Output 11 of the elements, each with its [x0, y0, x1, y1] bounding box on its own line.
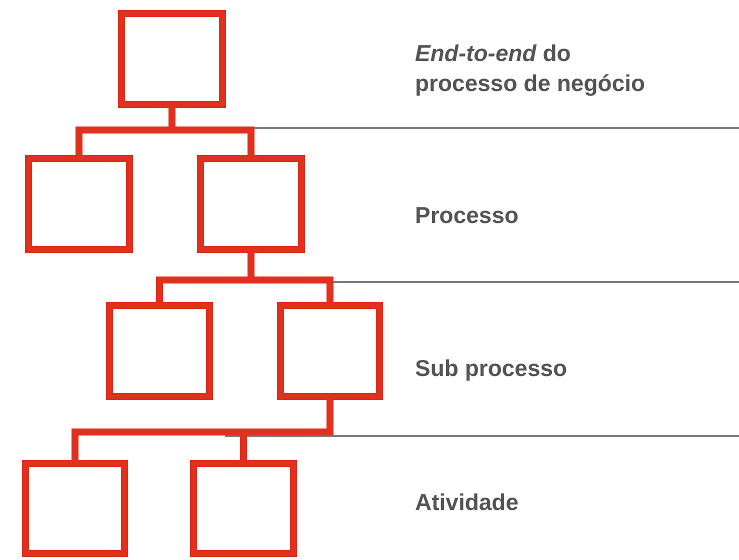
level-label: Atividade: [415, 488, 520, 517]
level-label: End-to-end do processo de negócio: [415, 39, 646, 98]
hierarchy-box: [118, 10, 226, 108]
hierarchy-box: [277, 302, 383, 400]
level-label: Processo: [415, 201, 520, 230]
hierarchy-box: [22, 460, 128, 557]
hierarchy-box: [197, 155, 305, 253]
hierarchy-box: [190, 460, 297, 557]
level-label: Sub processo: [415, 354, 568, 383]
hierarchy-box: [25, 155, 133, 253]
hierarchy-box: [106, 302, 213, 400]
